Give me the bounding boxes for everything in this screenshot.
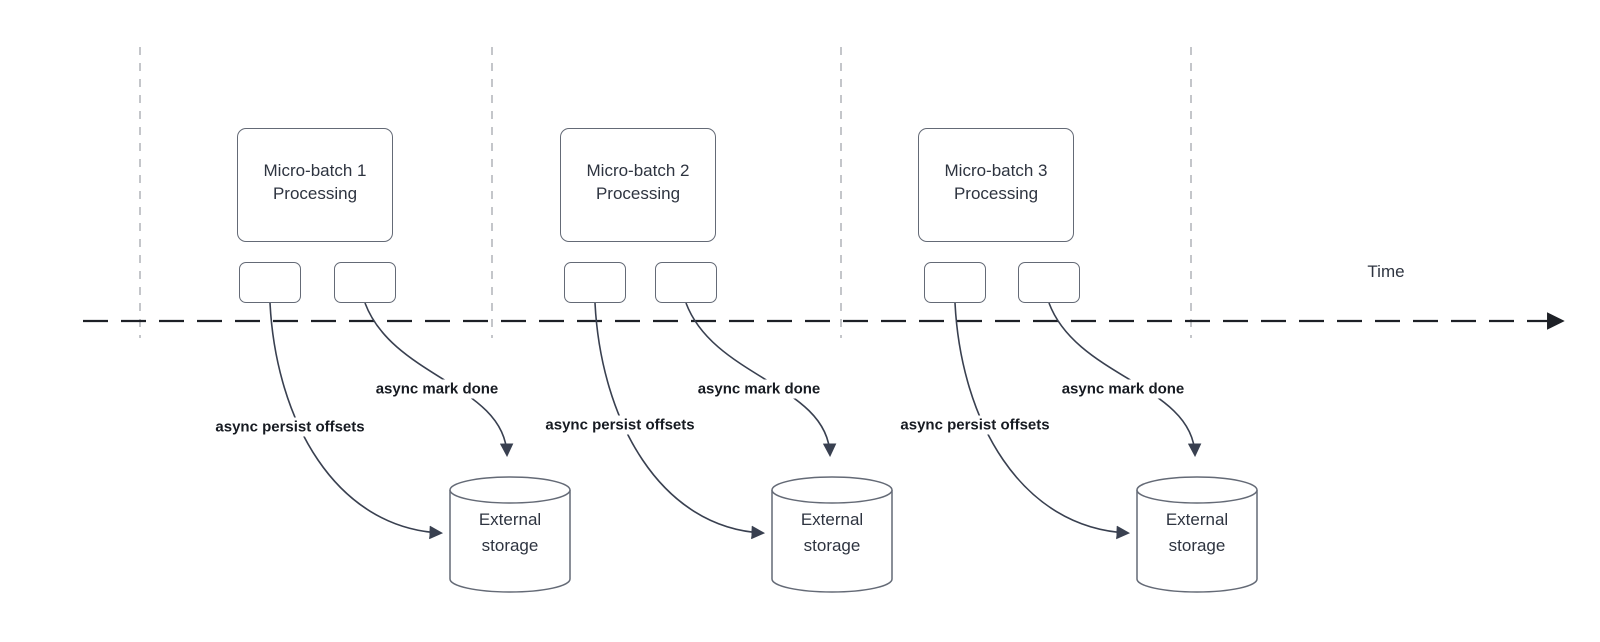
- external-storage-cylinder-1: [449, 476, 571, 593]
- persist-offsets-edge-1: [269, 302, 444, 540]
- external-storage-cylinder-2: [771, 476, 893, 593]
- mark-done-edge-1: [364, 302, 514, 458]
- mark-done-edge-3: [1048, 302, 1202, 458]
- persist-offsets-edge-3: [954, 302, 1131, 540]
- external-storage-cylinder-3: [1136, 476, 1258, 593]
- mark-done-edge-2: [685, 302, 837, 458]
- persist-offsets-edge-2: [594, 302, 766, 540]
